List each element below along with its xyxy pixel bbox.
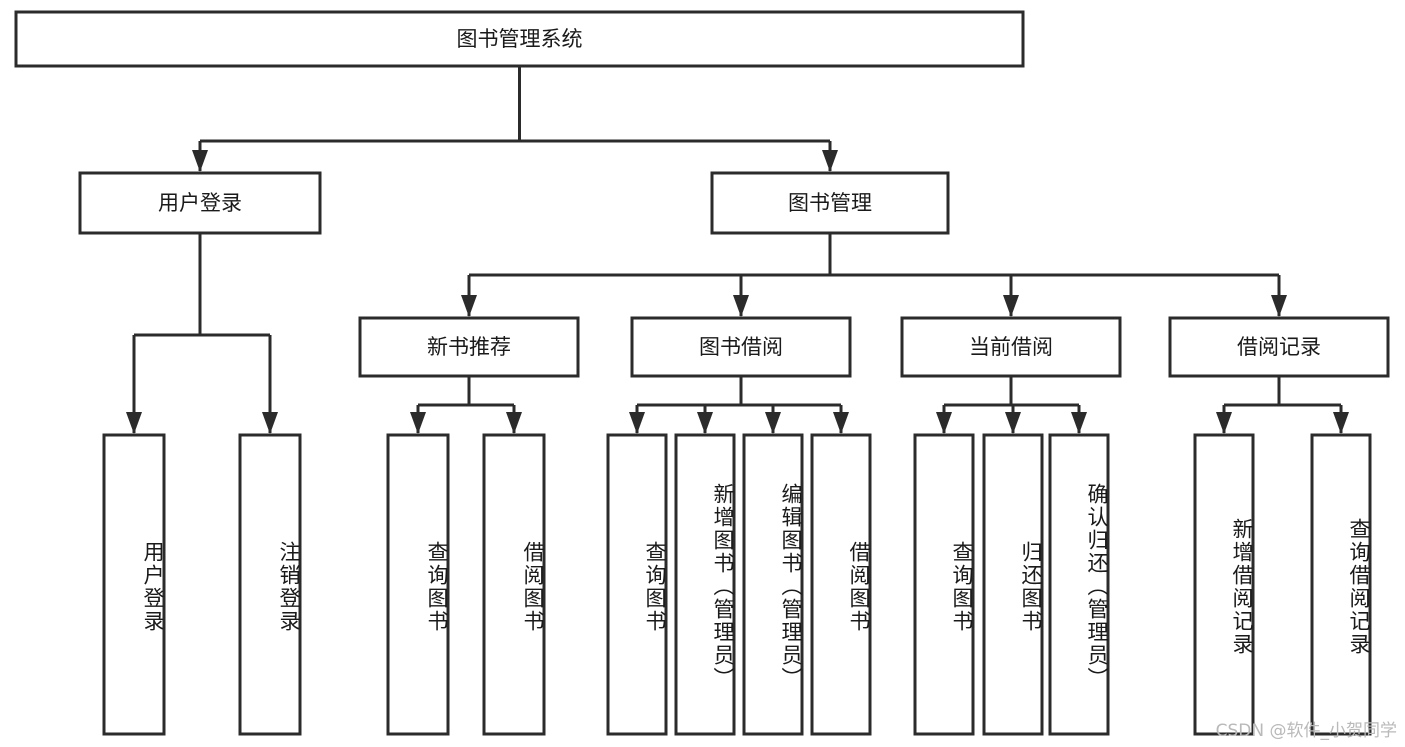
- node-leaf-borrow-book-2-rect: [810, 433, 872, 736]
- node-leaf-add-book[interactable]: [674, 433, 736, 736]
- node-leaf-borrow-book-2[interactable]: [810, 433, 872, 736]
- arrow-to-current-borrow: [1003, 295, 1019, 317]
- node-book-borrow[interactable]: 图书借阅: [630, 316, 852, 378]
- node-leaf-confirm-return-rect: [1048, 433, 1110, 736]
- node-book-borrow-label: 图书借阅: [699, 335, 783, 359]
- node-leaf-query-book-1[interactable]: [386, 433, 450, 736]
- arrow-to-leaf-query-book-2: [629, 412, 645, 434]
- arrow-to-user-login: [192, 150, 208, 172]
- node-leaf-logout-rect: [238, 433, 302, 736]
- arrow-to-leaf-confirm-return: [1071, 412, 1087, 434]
- node-leaf-borrow-book-1[interactable]: [482, 433, 546, 736]
- arrow-to-leaf-user-login: [126, 412, 142, 434]
- node-leaf-return-book[interactable]: [982, 433, 1044, 736]
- arrow-to-leaf-add-record: [1216, 412, 1232, 434]
- node-leaf-logout[interactable]: [238, 433, 302, 736]
- node-leaf-user-login[interactable]: [102, 433, 166, 736]
- node-leaf-query-record[interactable]: [1310, 433, 1372, 736]
- node-book-manage-rect: [710, 171, 950, 235]
- arrow-to-leaf-return-book: [1005, 412, 1021, 434]
- node-book-manage[interactable]: 图书管理: [710, 171, 950, 235]
- arrow-to-new-book-recommend: [461, 295, 477, 317]
- arrow-to-book-borrow: [733, 295, 749, 317]
- node-leaf-user-login-rect: [102, 433, 166, 736]
- node-user-login[interactable]: 用户登录: [78, 171, 322, 235]
- node-leaf-borrow-book-1-rect: [482, 433, 546, 736]
- arrow-to-leaf-add-book: [697, 412, 713, 434]
- node-borrow-record-rect: [1168, 316, 1390, 378]
- arrow-to-borrow-record: [1271, 295, 1287, 317]
- node-leaf-confirm-return[interactable]: [1048, 433, 1110, 736]
- arrow-to-book-manage: [822, 150, 838, 172]
- node-leaf-query-record-rect: [1310, 433, 1372, 736]
- node-leaf-query-book-3-rect: [913, 433, 975, 736]
- arrow-to-leaf-query-book-3: [936, 412, 952, 434]
- node-current-borrow[interactable]: 当前借阅: [900, 316, 1122, 378]
- node-leaf-add-record-rect: [1193, 433, 1255, 736]
- node-leaf-edit-book-rect: [742, 433, 804, 736]
- arrow-to-leaf-logout: [262, 412, 278, 434]
- node-root-rect: [14, 10, 1025, 68]
- arrow-to-leaf-borrow-book-1: [506, 412, 522, 434]
- node-borrow-record[interactable]: 借阅记录: [1168, 316, 1390, 378]
- node-leaf-query-book-2-rect: [606, 433, 668, 736]
- node-current-borrow-label: 当前借阅: [969, 335, 1053, 359]
- arrow-to-leaf-query-book-1: [410, 412, 426, 434]
- node-leaf-query-book-1-rect: [386, 433, 450, 736]
- node-new-book-recommend-label: 新书推荐: [427, 335, 511, 359]
- node-leaf-query-book-2[interactable]: [606, 433, 668, 736]
- watermark-text: CSDN @软件_小贺同学: [1215, 721, 1397, 741]
- node-root-label: 图书管理系统: [457, 27, 583, 51]
- node-new-book-recommend[interactable]: 新书推荐: [358, 316, 580, 378]
- node-leaf-return-book-rect: [982, 433, 1044, 736]
- arrow-to-leaf-borrow-book-2: [833, 412, 849, 434]
- arrow-to-leaf-edit-book: [765, 412, 781, 434]
- node-leaf-edit-book[interactable]: [742, 433, 804, 736]
- node-user-login-rect: [78, 171, 322, 235]
- node-leaf-add-record[interactable]: [1193, 433, 1255, 736]
- node-borrow-record-label: 借阅记录: [1237, 335, 1321, 359]
- node-leaf-add-book-rect: [674, 433, 736, 736]
- node-leaf-query-book-3[interactable]: [913, 433, 975, 736]
- node-user-login-label: 用户登录: [158, 191, 242, 215]
- arrow-to-leaf-query-record: [1333, 412, 1349, 434]
- node-book-manage-label: 图书管理: [788, 191, 872, 215]
- node-root[interactable]: 图书管理系统: [14, 10, 1025, 68]
